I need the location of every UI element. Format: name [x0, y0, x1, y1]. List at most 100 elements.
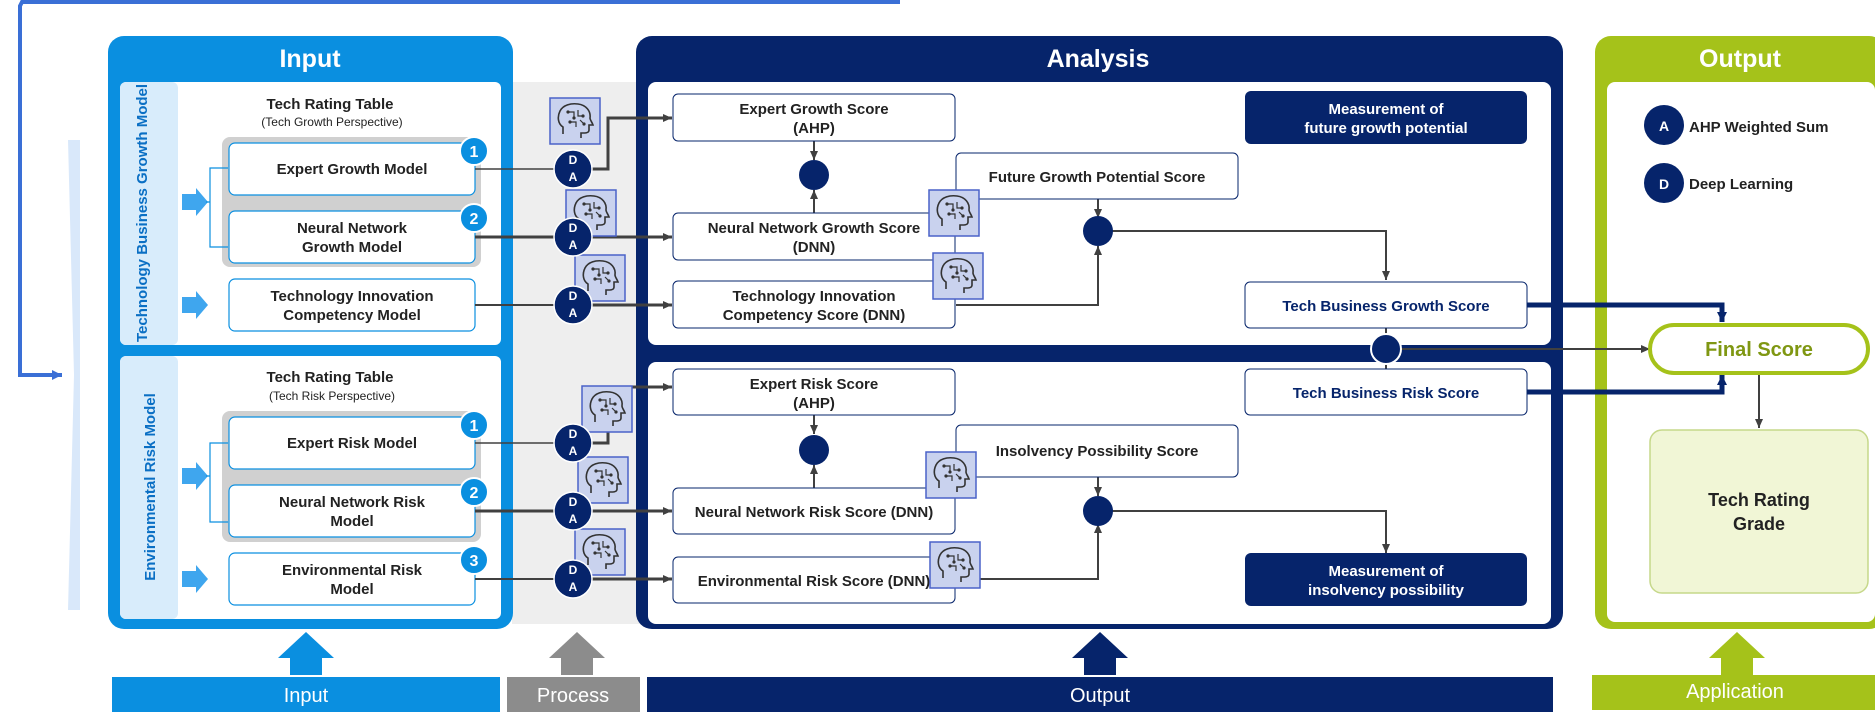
- aggregation-node: [799, 160, 829, 190]
- aggregation-node: [799, 435, 829, 465]
- tech-innovation-model-line1: Technology Innovation: [270, 288, 433, 305]
- svg-text:D: D: [569, 563, 578, 577]
- legend-item-deep-learning: D Deep Learning: [1644, 163, 1793, 203]
- feedback-loop-arrow: [18, 0, 900, 380]
- svg-text:Process: Process: [537, 685, 609, 707]
- bottom-bar-input: Input: [112, 677, 500, 712]
- future-growth-score-box: Future Growth Potential Score: [955, 152, 1239, 200]
- svg-text:A: A: [569, 512, 578, 526]
- risk-table-subtitle: (Tech Risk Perspective): [269, 389, 395, 403]
- number-badge: 1: [459, 410, 489, 440]
- deep-learning-icon: [549, 97, 601, 145]
- svg-text:D: D: [1659, 176, 1669, 192]
- aggregation-node: [1083, 216, 1113, 246]
- up-arrow-icon: [1709, 632, 1765, 675]
- expert-risk-model-label: Expert Risk Model: [287, 435, 417, 452]
- method-node: D A: [553, 491, 593, 531]
- expert-risk-score-box: Expert Risk Score (AHP): [672, 368, 956, 416]
- svg-text:D: D: [569, 221, 578, 235]
- svg-text:Grade: Grade: [1733, 514, 1785, 534]
- method-node: D A: [553, 559, 593, 599]
- expert-growth-score-box: Expert Growth Score (AHP): [672, 93, 956, 142]
- svg-text:2: 2: [470, 211, 479, 228]
- svg-text:Insolvency Possibility Score: Insolvency Possibility Score: [996, 443, 1199, 460]
- method-node: D A: [553, 217, 593, 257]
- expert-risk-model-box: Expert Risk Model: [228, 416, 476, 470]
- svg-text:Neural Network Growth Score: Neural Network Growth Score: [708, 220, 921, 237]
- tech-innovation-model-line2: Competency Model: [283, 307, 421, 324]
- aggregation-node: [1083, 496, 1113, 526]
- bottom-bar-process: Process: [507, 677, 640, 712]
- method-node: D A: [553, 149, 593, 189]
- tech-innovation-model-box: Technology Innovation Competency Model: [228, 278, 476, 332]
- nn-growth-score-box: Neural Network Growth Score (DNN): [672, 212, 956, 261]
- svg-text:Future Growth Potential Score: Future Growth Potential Score: [989, 169, 1206, 186]
- svg-text:A: A: [569, 170, 578, 184]
- svg-text:2: 2: [470, 485, 479, 502]
- svg-text:D: D: [569, 289, 578, 303]
- aggregation-node: [1370, 333, 1402, 365]
- svg-text:Tech Rating: Tech Rating: [1708, 490, 1810, 510]
- output-panel-title: Output: [1699, 45, 1782, 73]
- svg-text:1: 1: [470, 144, 479, 161]
- nn-growth-model-box: Neural Network Growth Model: [228, 210, 476, 264]
- svg-text:Input: Input: [284, 685, 329, 707]
- svg-text:insolvency possibility: insolvency possibility: [1308, 582, 1465, 599]
- risk-side-label: Environmental Risk Model: [142, 393, 159, 581]
- svg-text:Expert Growth Score: Expert Growth Score: [739, 101, 888, 118]
- up-arrow-icon: [278, 632, 334, 675]
- svg-text:A: A: [569, 444, 578, 458]
- svg-text:A: A: [569, 580, 578, 594]
- svg-text:Expert Risk Score: Expert Risk Score: [750, 376, 878, 393]
- business-risk-score-box: Tech Business Risk Score: [1244, 368, 1528, 416]
- env-risk-model-line2: Model: [330, 581, 373, 598]
- method-node: D A: [553, 423, 593, 463]
- flow-chevron: [68, 140, 80, 610]
- svg-text:Tech Business Growth Score: Tech Business Growth Score: [1282, 298, 1489, 315]
- number-badge: 1: [459, 136, 489, 166]
- env-risk-score-box: Environmental Risk Score (DNN): [672, 556, 956, 604]
- connector-lines: [475, 114, 1763, 583]
- svg-text:Competency Score (DNN): Competency Score (DNN): [723, 307, 906, 324]
- env-risk-model-line1: Environmental Risk: [282, 562, 423, 579]
- deep-learning-icon: [581, 385, 633, 433]
- svg-text:D: D: [569, 495, 578, 509]
- method-node: D A: [553, 285, 593, 325]
- svg-text:Deep Learning: Deep Learning: [1689, 176, 1793, 193]
- business-growth-score-box: Tech Business Growth Score: [1244, 281, 1528, 329]
- deep-learning-icon: [932, 252, 984, 300]
- svg-text:future growth potential: future growth potential: [1304, 120, 1467, 137]
- up-arrow-icon: [1072, 632, 1128, 675]
- svg-text:A: A: [1659, 118, 1669, 134]
- growth-measurement-box: Measurement of future growth potential: [1245, 91, 1527, 144]
- svg-text:(DNN): (DNN): [793, 239, 836, 256]
- svg-text:3: 3: [470, 553, 479, 570]
- svg-text:Environmental Risk Score (DNN): Environmental Risk Score (DNN): [698, 573, 931, 590]
- svg-text:D: D: [569, 427, 578, 441]
- svg-text:Final Score: Final Score: [1705, 339, 1813, 361]
- nn-risk-score-box: Neural Network Risk Score (DNN): [672, 487, 956, 535]
- nn-risk-model-box: Neural Network Risk Model: [228, 484, 476, 538]
- deep-learning-icon: [925, 451, 977, 499]
- insolvency-score-box: Insolvency Possibility Score: [955, 424, 1239, 478]
- risk-table-title: Tech Rating Table: [267, 369, 394, 386]
- final-score-node: Final Score: [1648, 323, 1870, 375]
- tech-innovation-score-box: Technology Innovation Competency Score (…: [672, 280, 956, 329]
- growth-table-title: Tech Rating Table: [267, 96, 394, 113]
- tech-rating-grade-box: Tech Rating Grade: [1649, 429, 1869, 594]
- svg-text:AHP Weighted Sum: AHP Weighted Sum: [1689, 119, 1828, 136]
- number-badge: 2: [459, 477, 489, 507]
- nn-growth-model-line2: Growth Model: [302, 239, 402, 256]
- svg-text:(AHP): (AHP): [793, 120, 835, 137]
- bottom-bar-application: Application: [1592, 675, 1875, 710]
- growth-side-label: Technology Business Growth Model: [134, 84, 151, 342]
- svg-text:Measurement of: Measurement of: [1328, 101, 1444, 118]
- up-arrow-icon: [549, 632, 605, 675]
- growth-table-subtitle: (Tech Growth Perspective): [261, 115, 402, 129]
- deep-learning-icon: [928, 189, 980, 237]
- nn-growth-model-line1: Neural Network: [297, 220, 408, 237]
- svg-text:1: 1: [470, 418, 479, 435]
- expert-growth-model-label: Expert Growth Model: [277, 161, 428, 178]
- risk-measurement-box: Measurement of insolvency possibility: [1245, 553, 1527, 606]
